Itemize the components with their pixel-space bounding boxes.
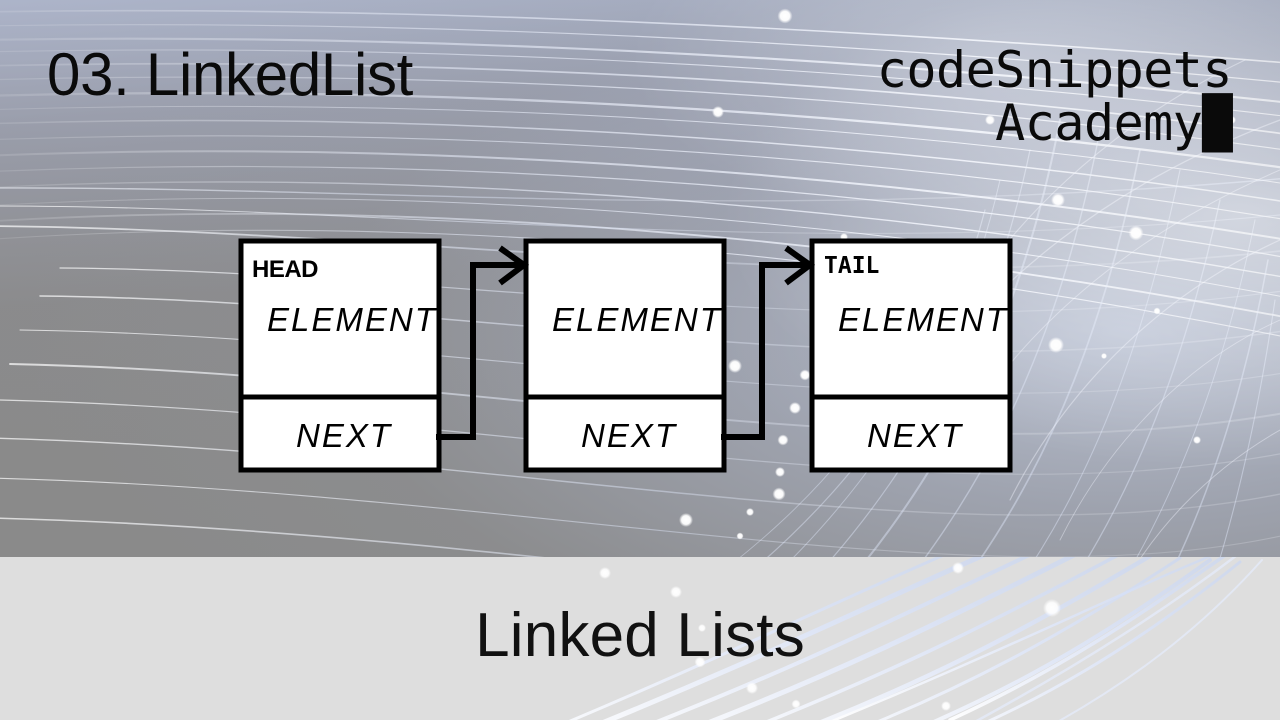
brand-line-2: Academy█: [877, 97, 1232, 150]
list-node-2: [523, 238, 727, 473]
node-1-next-text: NEXT: [296, 417, 393, 454]
terminal-cursor-icon: █: [1202, 94, 1232, 152]
caption-band: Linked Lists: [0, 557, 1280, 720]
linked-list-svg: [238, 238, 1013, 473]
node-2-element-text: ELEMENT: [552, 301, 722, 338]
node-1-head-label: HEAD: [252, 256, 319, 283]
brand-logo: codeSnippets Academy█: [876, 41, 1233, 150]
list-node-1: [238, 238, 442, 473]
node-1-element-text: ELEMENT: [267, 301, 437, 338]
node-3-element-text: ELEMENT: [838, 301, 1008, 338]
caption-band-fiber-overlay: [0, 557, 1280, 720]
pointer-arrow-2: [721, 245, 816, 440]
node-3-next-text: NEXT: [867, 417, 964, 454]
linked-list-diagram: HEAD ELEMENT NEXT ELEMENT NEXT TAIL ELEM…: [238, 238, 1013, 473]
node-2-next-text: NEXT: [581, 417, 678, 454]
list-node-3: [809, 238, 1013, 473]
brand-line-1: codeSnippets: [876, 41, 1233, 99]
node-3-tail-label: TAIL: [824, 253, 880, 279]
caption-title: Linked Lists: [475, 600, 805, 670]
page-title: 03. LinkedList: [47, 41, 414, 108]
brand-line-2-text: Academy: [995, 94, 1203, 152]
caption-fiber-svg: [568, 557, 1263, 720]
caption-bokeh-particles: [599, 562, 1061, 711]
pointer-arrow-1: [436, 245, 530, 440]
